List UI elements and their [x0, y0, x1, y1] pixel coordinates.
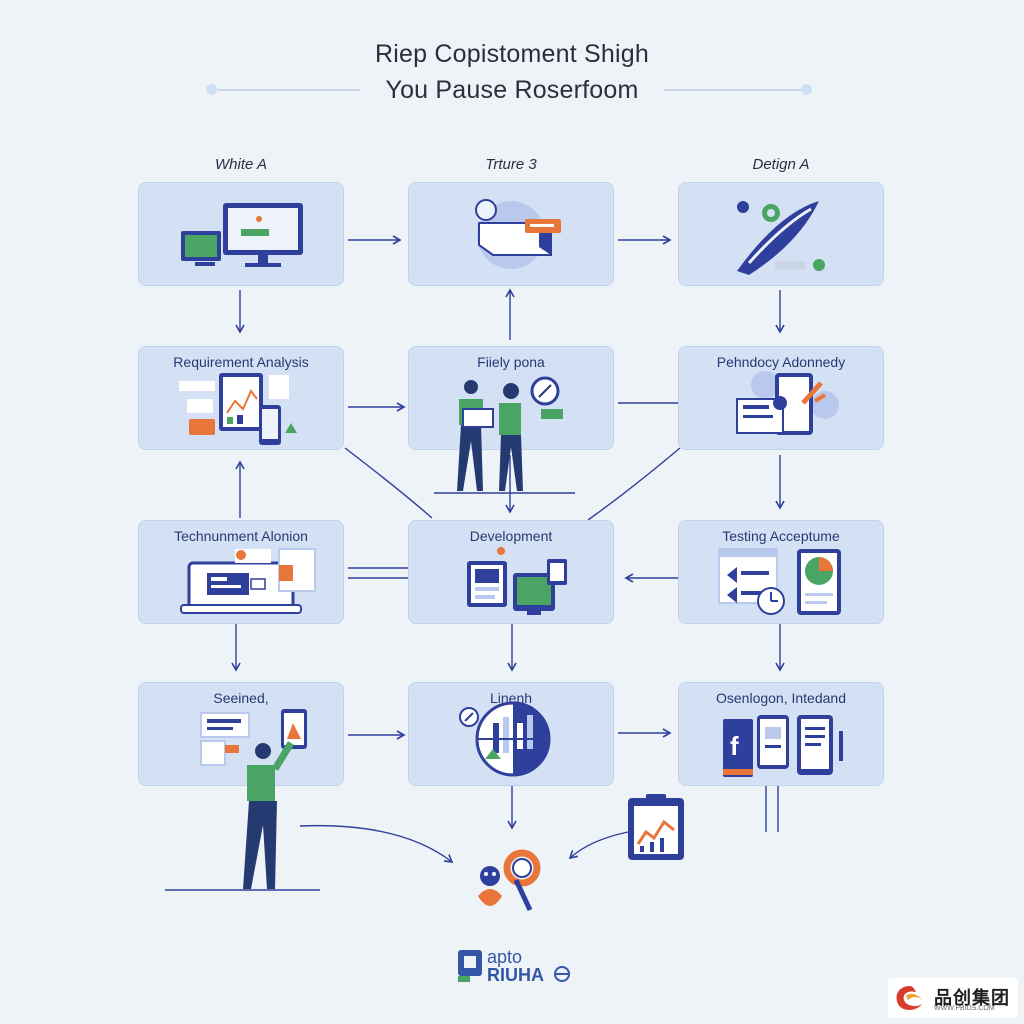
globe-chart-icon	[459, 701, 551, 777]
design-pen-icon	[737, 201, 825, 275]
step-box-6[interactable]: Pehndocy Adonnedy	[678, 346, 884, 450]
step-box-11[interactable]: Linenh	[408, 682, 614, 786]
step-box-8[interactable]: Development	[408, 520, 614, 624]
step-box-9[interactable]: Testing Acceptume	[678, 520, 884, 624]
logo-globe-icon	[554, 966, 570, 982]
tablet-chart-icon	[179, 373, 297, 445]
watermark-text: 品创集团	[934, 988, 1010, 1008]
brand-logo: apto RIUHA	[456, 942, 576, 992]
title-divider-right	[664, 89, 806, 91]
svg-text:f: f	[730, 731, 739, 761]
page-title-line2: You Pause Roserfoom	[385, 76, 639, 104]
step-box-8-label: Development	[469, 528, 553, 544]
column-label-2: Trture 3	[485, 156, 537, 173]
step-box-12-label: Osenlogon, Intedand	[716, 690, 846, 706]
watermark-logo-icon	[896, 986, 922, 1010]
step-box-4-label: Requirement Analysis	[173, 354, 309, 370]
watermark-badge: 品创集团 WWW.PBIDS.COM	[888, 978, 1018, 1018]
column-label-3: Detign A	[752, 156, 810, 173]
pie-chart-phone-icon	[718, 548, 841, 615]
step-box-10[interactable]: Seeined,	[138, 682, 344, 889]
step-box-5-label: Fiiely pona	[477, 354, 545, 370]
column-label-1: White A	[215, 156, 267, 173]
watermark-url: WWW.PBIDS.COM	[934, 1005, 995, 1012]
step-box-7[interactable]: Technunment Alonion	[138, 520, 344, 624]
step-box-7-label: Technunment Alonion	[174, 528, 308, 544]
magnifier-icon	[478, 849, 541, 912]
logo-text-line2: RIUHA	[487, 965, 544, 985]
team-people-icon	[457, 376, 563, 491]
logo-mark-icon	[458, 950, 482, 982]
person-presenting-icon	[200, 709, 307, 889]
step-box-11-label: Linenh	[489, 690, 533, 706]
step-box-2[interactable]	[408, 182, 614, 286]
page-title-line1: Riep Copistoment Shigh	[375, 40, 649, 68]
title-divider-left	[218, 89, 360, 91]
social-phones-icon: f	[723, 715, 843, 777]
step-box-4[interactable]: Requirement Analysis	[138, 346, 344, 450]
step-box-1[interactable]	[138, 182, 344, 286]
desktop-monitor-icon	[181, 203, 303, 267]
step-box-12[interactable]: Osenlogon, Intedand f	[678, 682, 884, 786]
box-package-icon	[475, 199, 561, 269]
logo-text-line1: apto	[487, 947, 523, 967]
gear-settings-icon	[736, 371, 839, 435]
step-box-10-label: Seeined,	[213, 690, 269, 706]
app-windows-icon	[467, 547, 567, 615]
clipboard-chart-icon	[628, 794, 684, 860]
title-dot-right	[801, 84, 812, 95]
step-box-3[interactable]	[678, 182, 884, 286]
step-box-5[interactable]: Fiiely pona	[408, 346, 614, 491]
title-dot-left	[206, 84, 217, 95]
step-box-6-label: Pehndocy Adonnedy	[716, 354, 846, 370]
laptop-icon	[180, 548, 316, 614]
step-box-9-label: Testing Acceptume	[722, 528, 840, 544]
